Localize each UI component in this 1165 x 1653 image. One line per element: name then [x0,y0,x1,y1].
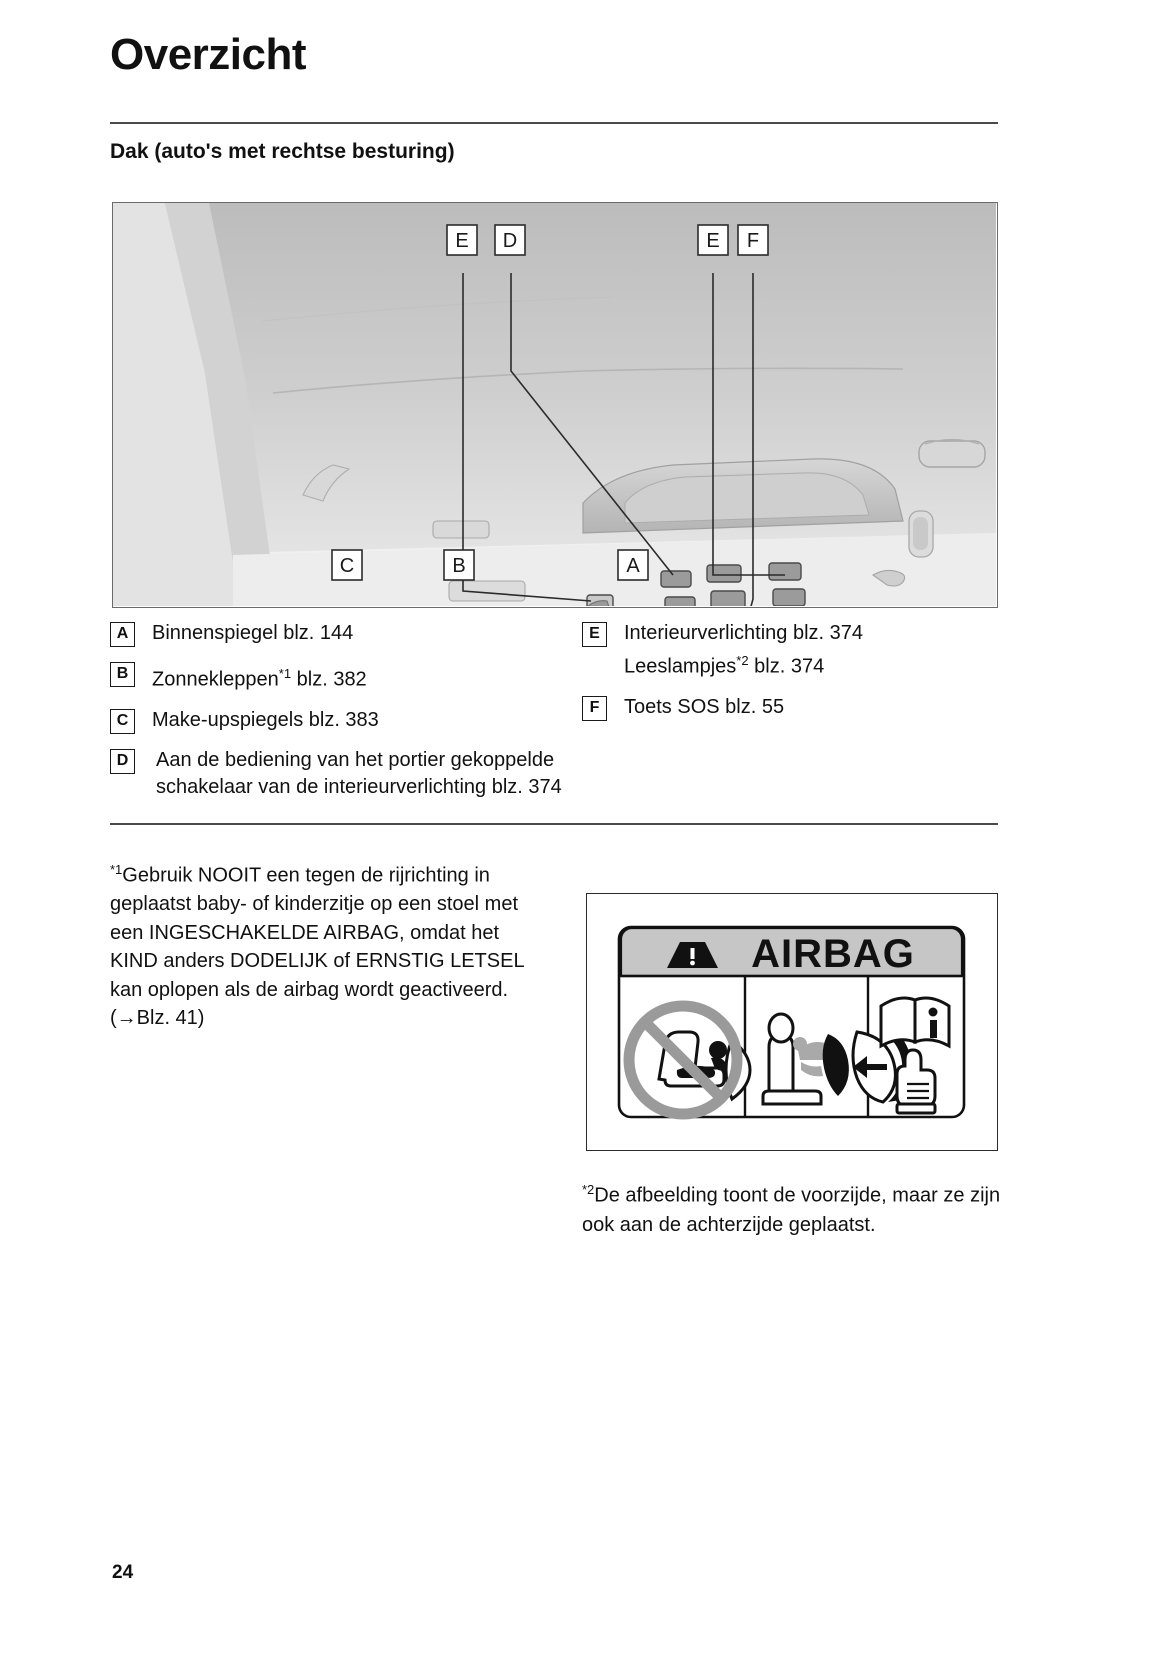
title-divider [110,122,998,124]
legend-key-c: C [110,708,135,734]
read-manual-icon [879,996,951,1115]
footnote-one-text: Gebruik NOOIT een tegen de rijrichting i… [110,864,524,1030]
legend-label-b-page: blz. 382 [291,668,367,691]
legend-key-f: F [582,695,607,721]
legend-label-e-line2-page: blz. 374 [748,655,825,678]
legend-label-d: Aan de bediening van het portier gekoppe… [156,748,562,798]
legend-key-e: E [582,622,607,647]
section-title: Dak (auto's met rechtse besturing) [110,140,455,163]
legend-label-b-text: Zonnekleppen [152,668,279,691]
footnote-two: *2De afbeelding toont de voorzijde, maar… [582,1175,1002,1240]
footnote-one-marker: *1 [110,862,123,877]
legend-label-e-line1: Interieurverlichting blz. 374 [624,622,864,644]
svg-text:F: F [747,230,759,252]
legend-item-c: C Make-upspiegels blz. 383 [110,707,570,734]
legend-column-left: A Binnenspiegel blz. 144 B Zonnekleppen*… [110,620,570,814]
svg-text:C: C [340,555,354,577]
airbag-warning-label: AIRBAG [586,893,998,1151]
page-title: Overzicht [110,30,307,79]
legend-label-c: Make-upspiegels blz. 383 [152,708,379,731]
svg-text:A: A [626,555,640,577]
svg-text:AIRBAG: AIRBAG [751,932,915,976]
legend-label-a: Binnenspiegel blz. 144 [152,622,354,644]
legend-key-d: D [110,748,135,774]
warning-triangle-icon [667,942,718,968]
legend-key-b: B [110,662,135,687]
legend-item-d: D Aan de bediening van het portier gekop… [110,747,570,801]
airbag-deployment-icon [761,1012,912,1106]
legend-label-f: Toets SOS blz. 55 [624,695,785,718]
legend-label-e-line2-text: Leeslampjes [624,655,737,678]
page-number: 24 [112,1562,134,1583]
roof-overhead-console-illustration: E D E F C B A [112,202,998,608]
legend-divider [110,823,998,825]
no-rear-facing-child-seat-icon [623,1000,752,1120]
svg-text:E: E [455,230,468,252]
legend-label-e-footnote-ref: *2 [736,653,749,668]
legend-label-b-footnote-ref: *1 [278,666,292,681]
legend-label-e-line2: Leeslampjes*2 blz. 374 [624,647,863,681]
footnote-one: *1Gebruik NOOIT een tegen de rijrichting… [110,856,528,1033]
footnote-two-text: De afbeelding toont de voorzijde, maar z… [582,1184,1001,1236]
svg-text:B: B [452,555,465,577]
legend-item-a: A Binnenspiegel blz. 144 [110,620,570,647]
legend-item-f: F Toets SOS blz. 55 [582,694,1002,721]
footnote-two-marker: *2 [582,1182,595,1197]
legend-key-a: A [110,622,135,647]
legend-item-b: B Zonnekleppen*1 blz. 382 [110,660,570,694]
svg-text:E: E [706,230,719,252]
svg-text:D: D [503,230,517,252]
legend-label-b: Zonnekleppen*1 blz. 382 [152,660,367,694]
